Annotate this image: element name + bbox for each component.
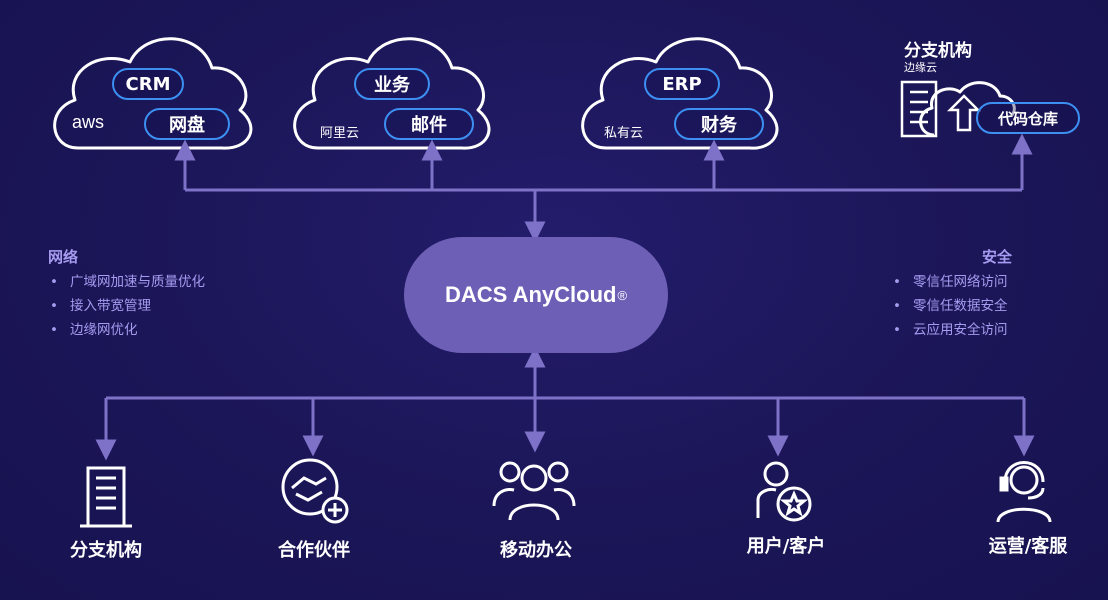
service-pill-mail[interactable]: 邮件	[384, 108, 474, 140]
service-pill-netdisk[interactable]: 网盘	[144, 108, 230, 140]
registered-mark: ®	[617, 287, 628, 303]
upload-icon	[946, 94, 982, 132]
core-node[interactable]: DACS AnyCloud®	[404, 237, 668, 353]
group-icon	[492, 461, 576, 521]
service-pill-business[interactable]: 业务	[354, 68, 430, 100]
service-pill-code-repo[interactable]: 代码仓库	[976, 102, 1080, 134]
user-star-icon	[756, 461, 812, 522]
core-label: DACS AnyCloud	[444, 282, 617, 307]
network-item: 接入带宽管理	[50, 294, 205, 318]
cloud-outline-edge	[919, 81, 1016, 137]
network-list: 广域网加速与质量优化 接入带宽管理 边缘网优化	[50, 270, 205, 342]
brand-private-cloud: 私有云	[604, 125, 644, 140]
branch-top-subtitle: 边缘云	[904, 61, 937, 74]
network-item: 边缘网优化	[50, 318, 205, 342]
service-pill-erp[interactable]: ERP	[644, 68, 720, 100]
network-title: 网络	[48, 248, 79, 266]
cloud-outline-aws	[53, 37, 253, 150]
bottom-label-partner: 合作伙伴	[278, 540, 350, 561]
building-icon	[80, 466, 132, 528]
bottom-label-user: 用户/客户	[746, 536, 826, 557]
security-item: 零信任网络访问	[893, 270, 1008, 294]
security-item: 云应用安全访问	[893, 318, 1008, 342]
cloud-outline-aliyun	[293, 37, 491, 150]
edge-building-icon	[900, 80, 938, 138]
branch-top-title: 分支机构	[904, 41, 972, 61]
brand-aliyun: 阿里云	[320, 125, 360, 140]
service-pill-finance[interactable]: 财务	[674, 108, 764, 140]
network-item: 广域网加速与质量优化	[50, 270, 205, 294]
bottom-label-mobile: 移动办公	[500, 540, 572, 561]
bottom-label-branch: 分支机构	[70, 540, 142, 561]
brand-aws: aws	[72, 112, 105, 132]
security-title: 安全	[982, 248, 1013, 266]
headset-icon	[996, 461, 1052, 523]
security-item: 零信任数据安全	[893, 294, 1008, 318]
handshake-icon	[281, 458, 349, 524]
security-list: 零信任网络访问 零信任数据安全 云应用安全访问	[893, 270, 1008, 342]
cloud-outline-private	[581, 37, 779, 150]
service-pill-crm[interactable]: CRM	[112, 68, 184, 100]
bottom-label-ops: 运营/客服	[988, 536, 1068, 557]
